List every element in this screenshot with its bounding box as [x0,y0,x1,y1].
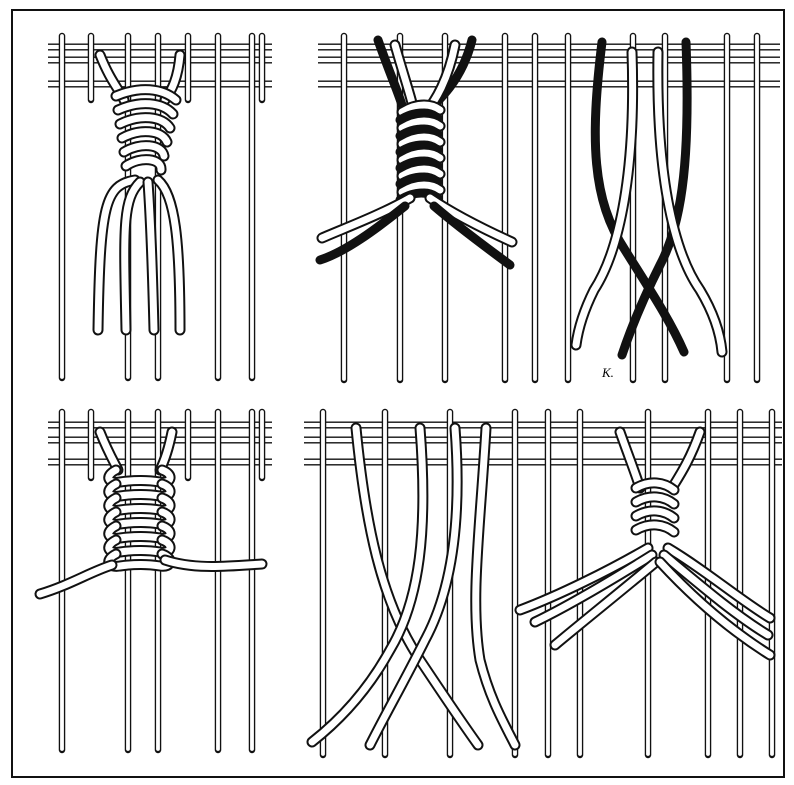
crossed-strand-inner [476,428,515,745]
panel-knotted-column [40,412,272,750]
crossed-strand [312,428,423,742]
fan-tail-right-inner [664,555,768,635]
panel-crossed-braid [304,412,782,755]
artist-signature: K. [601,365,614,380]
hanging-strand-inner [158,180,180,330]
column-tail-inner [40,565,112,594]
crossed-strand-inner [312,428,423,742]
panel-twined-wrap [48,36,272,378]
panel-braid-crossing [318,36,780,380]
